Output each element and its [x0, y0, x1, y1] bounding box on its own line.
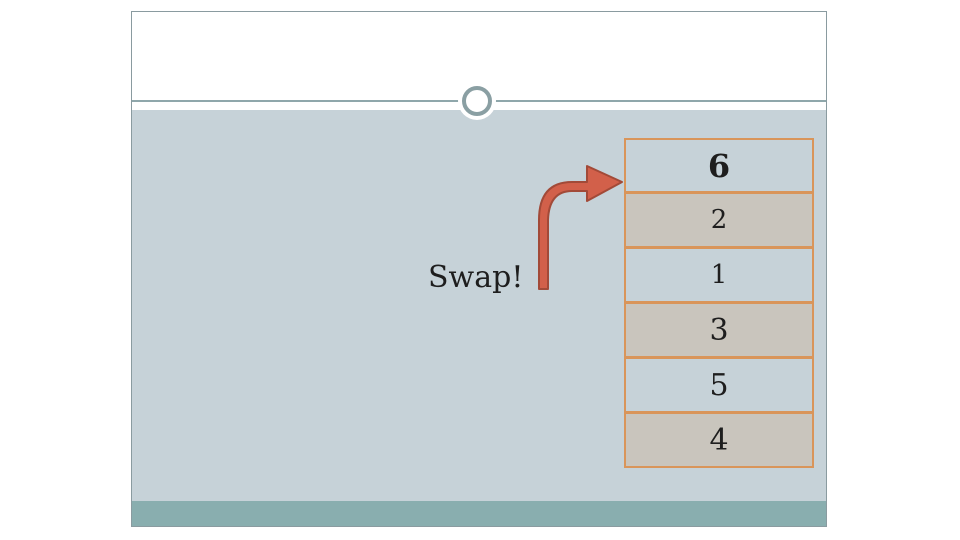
stack-cell: 6	[624, 138, 814, 193]
number-stack: 6 2 1 3 5 4	[624, 138, 814, 468]
footer-bar	[132, 501, 826, 526]
swap-label: Swap!	[428, 260, 524, 295]
stack-cell: 3	[624, 303, 814, 358]
curved-arrow-right-icon	[538, 165, 623, 290]
slide: Swap! 6 2 1 3 5 4	[131, 11, 827, 527]
circle-ring-icon	[458, 82, 496, 120]
stack-cell: 2	[624, 193, 814, 248]
stack-cell: 1	[624, 248, 814, 303]
stack-cell: 5	[624, 358, 814, 413]
stack-cell: 4	[624, 413, 814, 468]
